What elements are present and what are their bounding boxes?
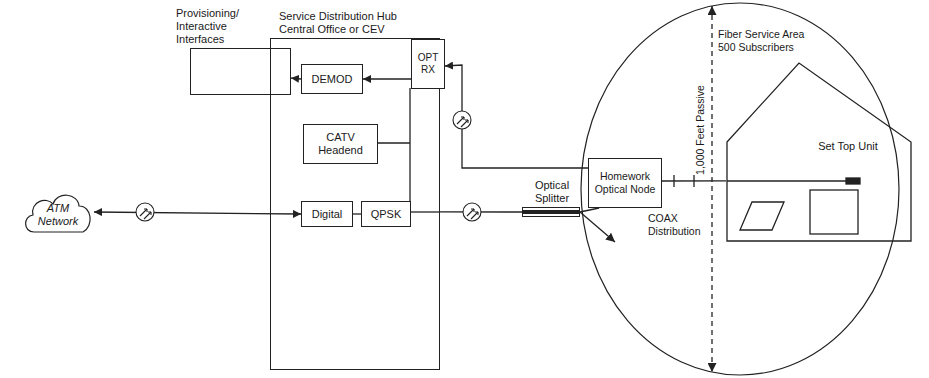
process-box: QPSK — [361, 201, 411, 227]
box-label: CATV Headend — [309, 131, 373, 157]
receiver-box: OPT RX — [411, 39, 445, 89]
optical-transceiver-symbol — [453, 111, 471, 129]
area-label: Fiber Service Area 500 Subscribers — [718, 28, 810, 54]
interface-box: Provisioning/ Interactive Interfaces — [190, 48, 291, 95]
box-label: Homework Optical Node — [591, 170, 659, 196]
free-label: COAX Distribution — [648, 212, 710, 238]
device-label: Set Top Unit — [818, 140, 878, 153]
splitter-branch — [580, 212, 615, 242]
headend-feed — [377, 142, 410, 143]
bus-out — [410, 211, 440, 212]
connector — [445, 65, 588, 168]
coax-tick — [673, 175, 674, 187]
process-box: DEMOD — [301, 64, 363, 94]
house-outline: Set Top Unit — [726, 62, 912, 242]
box-label: OPT RX — [412, 52, 444, 76]
process-box: CATV Headend — [303, 124, 378, 164]
optical-transceiver-symbol — [136, 203, 154, 221]
box-label: Digital — [310, 208, 345, 221]
box-label: ATM Network — [33, 202, 83, 228]
node-heading: Service Distribution Hub Central Office … — [279, 10, 429, 36]
network-cloud: ATM Network — [22, 188, 94, 236]
connector — [580, 208, 599, 212]
service-area-axis — [711, 6, 712, 372]
box-label: DEMOD — [310, 73, 355, 86]
splitter-box: Optical Splitter — [522, 207, 580, 217]
box-label: QPSK — [369, 208, 404, 221]
optical-transceiver-symbol — [463, 203, 481, 221]
hub-box: Service Distribution Hub Central Office … — [270, 38, 440, 370]
connector — [291, 77, 301, 79]
connector — [353, 213, 361, 214]
connector — [363, 78, 411, 79]
distance-label: 1,000 Feet Passive — [694, 85, 707, 175]
coax-tick — [693, 175, 694, 187]
node-heading: Provisioning/ Interactive Interfaces — [176, 7, 271, 46]
process-box: Digital — [301, 201, 353, 227]
optical-node-box: Homework Optical Node — [588, 158, 662, 208]
node-heading: Optical Splitter — [519, 179, 585, 205]
